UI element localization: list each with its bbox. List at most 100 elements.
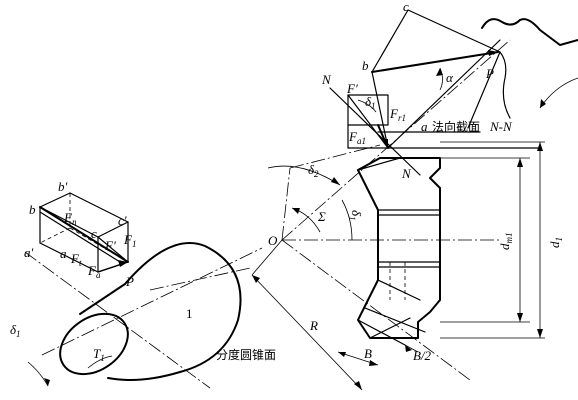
label-fr1: Fr1 [389, 106, 406, 123]
label-fprime-right: F′ [346, 81, 358, 96]
mating-arc [539, 77, 578, 109]
mating-tooth-top [481, 18, 578, 46]
delta2-arc [267, 165, 341, 186]
label-p-right: P [485, 66, 494, 81]
delta1-arrow-left [44, 378, 50, 386]
cone-pitch-axis [149, 267, 251, 291]
section-line-nn [329, 87, 421, 176]
vertical-ref-line [281, 167, 291, 241]
gear-tooth-top [357, 157, 401, 171]
pitch-line-to-p [387, 39, 501, 149]
line-p-down [467, 51, 501, 129]
fr1-arrowhead [382, 139, 388, 148]
label-cone-surface: 分度圆锥面 [216, 347, 276, 362]
r-ext-1 [251, 239, 283, 276]
gear-web-lower [377, 279, 421, 301]
label-fprime-left: F′ [104, 238, 116, 253]
fprime-diag [347, 94, 389, 149]
gear-tooth-lower-2 [369, 317, 411, 339]
label-alpha: α [446, 70, 454, 85]
label-c-top: c [403, 0, 409, 14]
sigma-arrow [292, 208, 300, 214]
torque-arc [87, 355, 113, 369]
cone-axis-line [41, 247, 263, 356]
alpha-arrow [436, 68, 443, 76]
gear-tooth-lower-3 [364, 307, 426, 333]
label-delta1-left: δ1 [10, 322, 21, 339]
cone-cross-axis [24, 251, 211, 389]
bhalf-arrow [405, 345, 412, 352]
cone-top-edge [79, 283, 126, 315]
r-arrow-end [354, 381, 362, 390]
label-o: O [268, 233, 278, 248]
fn-vector [39, 206, 129, 263]
box-edge-2 [69, 192, 129, 223]
delta1-arc-left [27, 361, 49, 387]
label-delta2: δ2 [308, 162, 319, 179]
label-ft: Ft [70, 251, 82, 268]
gear-upper-slant [357, 169, 379, 211]
r-arrow-start [252, 275, 260, 283]
right-gear-figure: c b N F′ δ1 Fr1 α P Fa1 a 法向截面 N-N N δ2 … [251, 0, 578, 391]
force-box [39, 192, 129, 273]
dm1-arrow-top [517, 158, 523, 167]
d1-arrow-bottom [537, 329, 543, 338]
delta-ref-line [289, 144, 381, 169]
label-fn: Fn [63, 210, 77, 227]
delta1-mid-arc [341, 199, 353, 241]
mating-gear-tooth [481, 18, 578, 119]
gear-lower-outline [357, 279, 441, 339]
b-arrow-end [369, 360, 378, 366]
label-delta1-right: δ1 [365, 94, 376, 111]
label-b-top: b [362, 58, 369, 73]
label-c-prime: c′ [118, 213, 127, 228]
bhalf-ext [404, 344, 419, 353]
mating-tooth-flank [499, 51, 511, 119]
line-c-p [407, 9, 501, 53]
pitch-cone-line-lower [281, 239, 471, 381]
label-b-half: B/2 [413, 348, 432, 363]
label-a-left: a [60, 246, 67, 261]
label-a-right: a [421, 119, 428, 134]
b-arrow-start [338, 352, 346, 357]
cone-outline [107, 242, 242, 381]
label-n-top: N [321, 72, 332, 87]
mating-arc-arrow [540, 99, 546, 108]
label-fa: Fa [87, 263, 101, 280]
label-r: R [309, 318, 318, 333]
label-b-prime: b′ [58, 179, 68, 194]
label-t1: T1 [93, 346, 105, 363]
label-a-prime: a′ [24, 245, 34, 260]
label-normal-section: 法向截面 [432, 119, 480, 134]
label-p-left: P [125, 274, 134, 289]
label-c-left: c [91, 226, 97, 241]
box-hidden-edge-2 [39, 227, 71, 244]
line-c-b [371, 9, 409, 73]
label-fa1: Fa1 [348, 129, 366, 146]
gear-section [357, 157, 441, 346]
p-arrowhead-left [118, 260, 128, 267]
label-d1: d1 [547, 237, 564, 248]
label-nn: N-N [489, 119, 513, 134]
fprime-vector [97, 236, 129, 263]
box-edge-1 [39, 192, 71, 208]
label-b-left: b [29, 202, 36, 217]
right-force-triangle [329, 9, 541, 176]
dimensions [251, 141, 545, 391]
left-cone-figure: b b′ c′ a′ a c Fn Ft Fa F′ F1 P 1 δ1 T1 … [10, 179, 276, 389]
cone-small-end [59, 312, 129, 376]
dm1-arrow-bottom [517, 313, 523, 322]
label-n-lower: N [401, 166, 412, 181]
label-delta1-mid: δ1 [347, 210, 364, 221]
delta1-small-arc [357, 99, 377, 113]
delta2-arrow [331, 177, 340, 185]
label-sigma: Σ [317, 209, 326, 224]
label-dm1: dm1 [497, 233, 514, 251]
pitch-cone-line-upper [281, 39, 511, 241]
box-edge-4 [97, 221, 129, 238]
r-dim-line [251, 274, 363, 391]
gear-upper-outline [357, 157, 441, 241]
d1-arrow-top [537, 142, 543, 151]
